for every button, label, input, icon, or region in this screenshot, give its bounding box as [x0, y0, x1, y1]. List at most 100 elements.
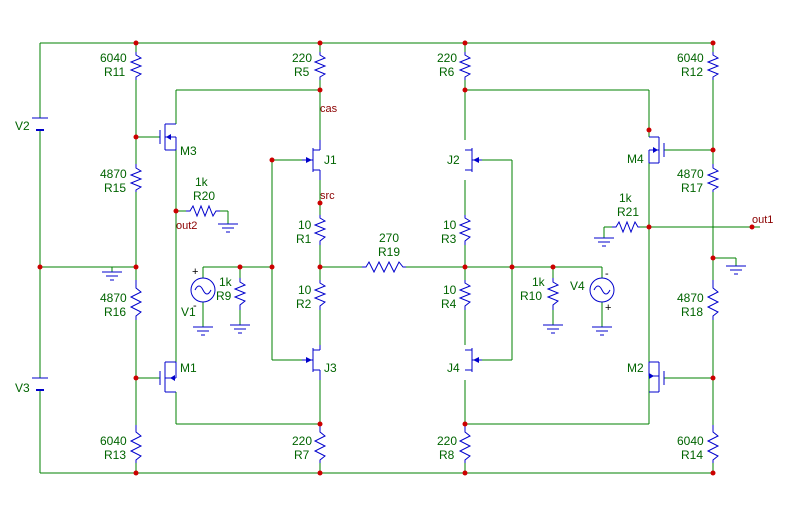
- j3-label: J3: [324, 361, 337, 375]
- v4-plus-mark: +: [605, 302, 611, 314]
- r18-name: R18: [681, 305, 703, 319]
- r15-name: R15: [104, 181, 126, 195]
- resistor-r8: [458, 425, 472, 463]
- v1-minus-mark: -: [193, 300, 197, 312]
- junction-dot: [462, 87, 468, 93]
- r10-name: R10: [520, 289, 542, 303]
- v4-minus-mark: -: [605, 268, 609, 280]
- ground-symbol: [594, 237, 614, 247]
- ground-symbol: [102, 267, 122, 281]
- r2-value: 10: [298, 283, 312, 297]
- r3-name: R3: [441, 232, 457, 246]
- r16-name: R16: [104, 305, 126, 319]
- junction-dot: [710, 147, 716, 153]
- mosfet-m4: [648, 136, 665, 164]
- r15-value: 4870: [100, 167, 127, 181]
- junction-dot: [317, 264, 323, 270]
- r19-value: 270: [379, 231, 399, 245]
- jfet-j1: [302, 140, 321, 180]
- v1-plus-mark: +: [192, 266, 198, 278]
- r19-name: R19: [378, 245, 400, 259]
- junction-dot: [133, 264, 139, 270]
- r7-name: R7: [294, 448, 310, 462]
- node-cas-label: cas: [320, 103, 338, 115]
- ground-symbol: [230, 324, 250, 334]
- ground-symbol: [218, 223, 238, 233]
- node-out1-label: out1: [752, 214, 773, 226]
- resistor-r18: [706, 280, 720, 320]
- wires: [39, 42, 760, 474]
- r2-name: R2: [296, 297, 312, 311]
- junction-dot: [710, 40, 716, 46]
- ground-symbol: [543, 324, 563, 334]
- junction-dot: [462, 264, 468, 270]
- junction-dot: [37, 264, 43, 270]
- v3-label: V3: [15, 381, 30, 395]
- junction-dot: [317, 470, 323, 476]
- resistor-r4: [458, 280, 472, 310]
- junction-dot: [269, 157, 275, 163]
- resistor-r15: [129, 164, 143, 192]
- r21-value: 1k: [619, 191, 633, 205]
- r21-name: R21: [617, 205, 639, 219]
- r1-value: 10: [298, 218, 312, 232]
- m4-label: M4: [627, 152, 644, 166]
- junction-dot: [317, 40, 323, 46]
- r5-value: 220: [292, 51, 312, 65]
- junction-dot: [710, 255, 716, 261]
- resistor-r19: [362, 260, 406, 274]
- mosfet-m1: [159, 361, 177, 393]
- v1-label: V1: [181, 305, 196, 319]
- jfet-j3: [302, 345, 321, 380]
- resistor-r10: [546, 278, 560, 310]
- resistor-r21: [612, 220, 640, 234]
- j4-label: J4: [447, 361, 460, 375]
- resistor-r1: [313, 215, 327, 245]
- jfet-j2: [465, 148, 482, 172]
- r1-name: R1: [296, 232, 312, 246]
- r10-value: 1k: [532, 275, 546, 289]
- r17-value: 4870: [677, 167, 704, 181]
- junction-dot: [462, 40, 468, 46]
- ground-symbol: [193, 326, 213, 336]
- ground-symbol: [592, 326, 612, 336]
- component-labels: 6040 R11 220 R5 220 R6 6040 R12 4870 R15…: [15, 51, 773, 462]
- resistor-r7: [313, 425, 327, 463]
- ac-source-v4: [589, 277, 615, 303]
- r4-value: 10: [443, 283, 457, 297]
- junction-dot: [646, 127, 652, 133]
- resistor-r16: [129, 280, 143, 320]
- r16-value: 4870: [100, 291, 127, 305]
- resistor-r5: [313, 52, 327, 80]
- junction-dot: [710, 470, 716, 476]
- junction-dot: [317, 87, 323, 93]
- m3-label: M3: [180, 144, 197, 158]
- resistor-r12: [706, 52, 720, 80]
- junction-dot: [317, 200, 323, 206]
- r11-value: 6040: [100, 51, 127, 65]
- resistor-r13: [129, 425, 143, 463]
- battery-v3: [32, 377, 48, 391]
- node-src-label: src: [320, 190, 335, 202]
- r6-name: R6: [439, 65, 455, 79]
- mosfet-m3: [159, 123, 177, 151]
- v4-label: V4: [570, 279, 585, 293]
- junction-dot: [133, 134, 139, 140]
- r6-value: 220: [437, 51, 457, 65]
- j2-label: J2: [447, 153, 460, 167]
- resistor-r14: [706, 425, 720, 463]
- r8-name: R8: [439, 448, 455, 462]
- junction-dot: [173, 208, 179, 214]
- resistor-r3: [458, 215, 472, 245]
- junction-dot: [269, 264, 275, 270]
- r9-value: 1k: [219, 275, 233, 289]
- junction-dot: [646, 224, 652, 230]
- m1-label: M1: [180, 361, 197, 375]
- j1-label: J1: [324, 153, 337, 167]
- junction-dot: [317, 421, 323, 427]
- r20-value: 1k: [195, 175, 209, 189]
- resistor-r2: [313, 280, 327, 310]
- resistor-r9: [233, 278, 247, 310]
- junction-dots: [37, 40, 755, 476]
